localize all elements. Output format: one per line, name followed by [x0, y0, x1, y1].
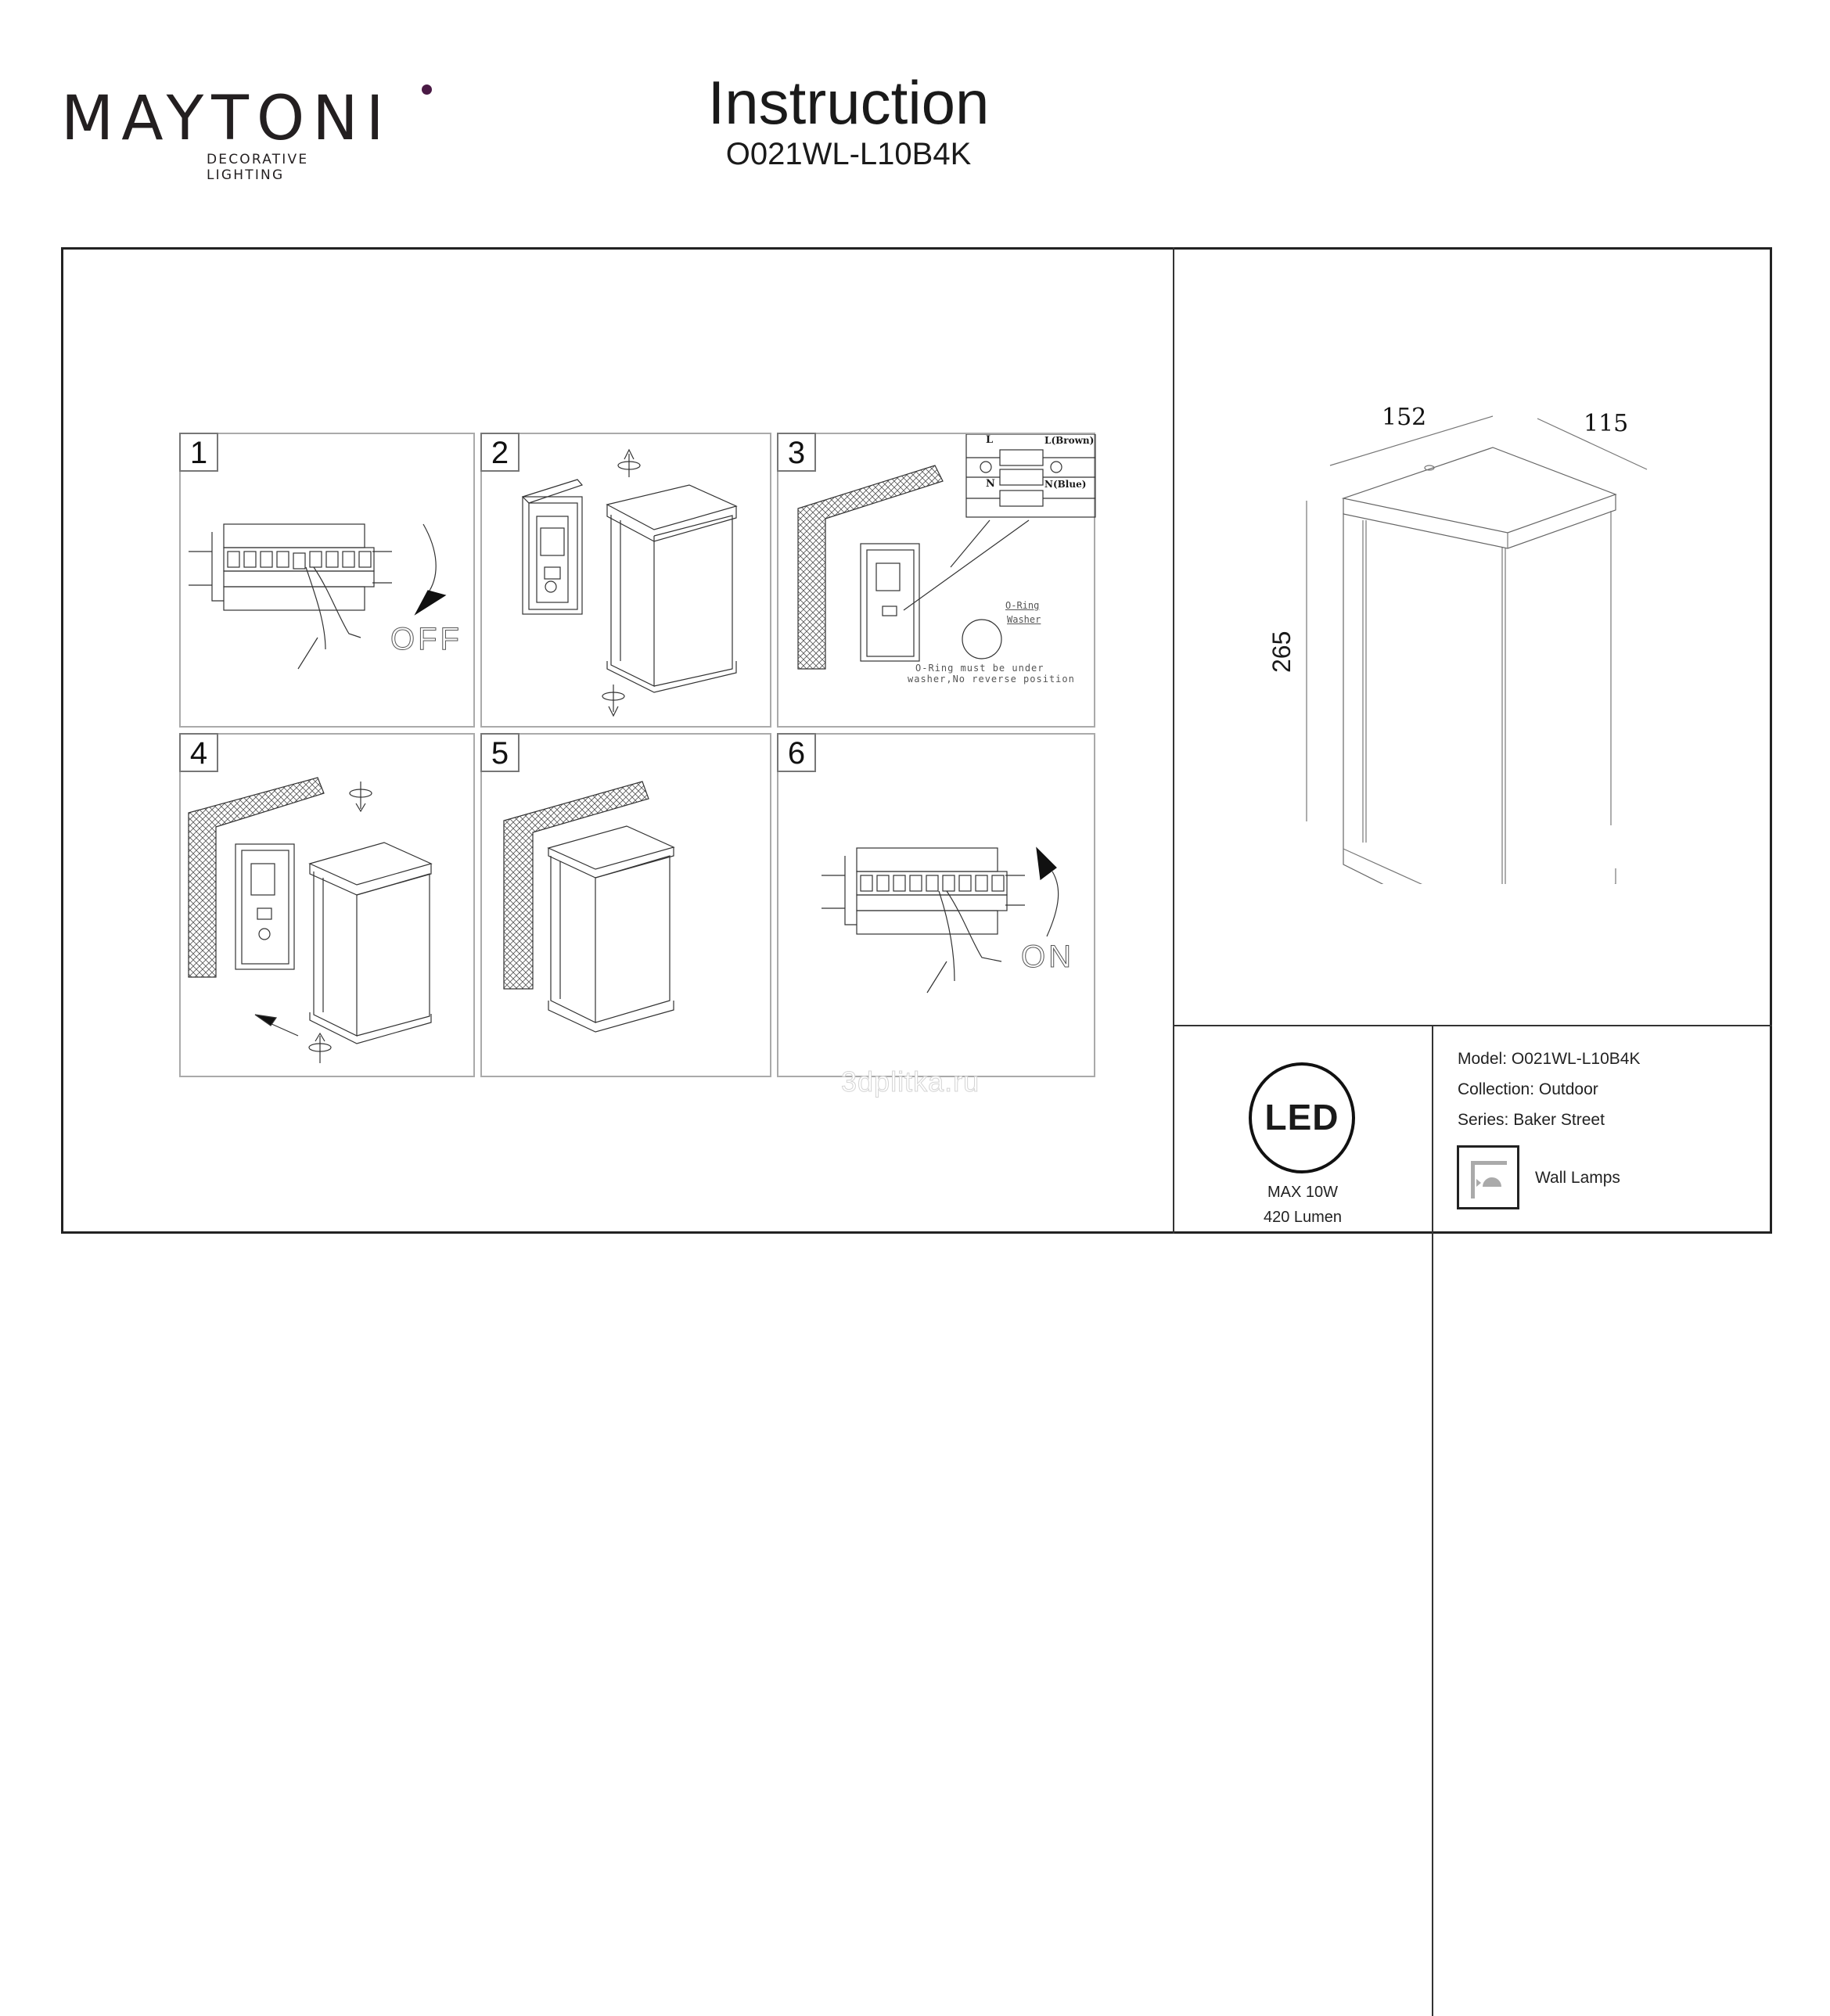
breaker-off-illustration: [189, 523, 447, 670]
depth-dimension-line: [1537, 418, 1648, 470]
step-2-number: 2: [480, 433, 520, 472]
step-3-panel: 3 L N L(Brown) N(Blue) O-Ring Wa: [777, 433, 1096, 728]
frame-divider-vertical: [1173, 247, 1174, 1234]
step-5-panel: 5: [480, 733, 771, 1077]
wire-label-l: L: [986, 434, 994, 446]
breaker-on-illustration: [822, 846, 1059, 994]
wire-label-blue: N(Blue): [1044, 479, 1087, 490]
frame-divider-horizontal: [1173, 1025, 1772, 1026]
step-4-panel: 4: [179, 733, 475, 1077]
logo-accent-dot: [422, 84, 432, 95]
screw-arrow-bottom-icon: [602, 685, 625, 717]
ground-symbol-left-icon: [980, 461, 992, 473]
model-code-wrap: O021WL-L10B4K: [0, 136, 1830, 172]
watermark: 3dplitka.ru: [840, 1065, 980, 1098]
o-ring-note-line2: washer,No reverse position: [908, 674, 1075, 685]
spec-model: Model: O021WL-L10B4K: [1458, 1050, 1641, 1068]
spec-collection: Collection: Outdoor: [1458, 1080, 1598, 1098]
callout-o-ring: O-Ring: [1005, 600, 1040, 611]
terminal-block-diagram: [965, 434, 1096, 518]
remove-plate-illustration: [521, 448, 738, 717]
lumen-output: 420 Lumen: [1263, 1209, 1343, 1226]
step-3-number: 3: [777, 433, 816, 472]
dimension-depth: 115: [1584, 410, 1629, 437]
breaker-toggles: [860, 875, 1005, 892]
wiring-illustration: [797, 434, 1096, 670]
lamp-body: [308, 842, 433, 1044]
step-4-number: 4: [179, 733, 218, 772]
step-1-panel: 1 OFF: [179, 433, 475, 728]
callout-washer: Washer: [1007, 614, 1041, 625]
lamp-body: [547, 825, 675, 1033]
page-title-wrap: Instruction: [0, 69, 1830, 136]
brand-tagline: DECORATIVE LIGHTING: [207, 152, 309, 183]
info-divider-vertical: [1432, 1025, 1433, 2016]
installed-lamp-illustration: [503, 781, 675, 1033]
wall-lamp-icon: [1457, 1145, 1519, 1209]
lamp-body: [606, 484, 738, 693]
spec-series: Series: Baker Street: [1458, 1111, 1605, 1129]
o-ring-detail-circle: [962, 619, 1002, 659]
attach-lamp-illustration: [188, 777, 433, 1063]
model-code: O021WL-L10B4K: [725, 137, 972, 171]
led-badge-circle: [1249, 1062, 1355, 1173]
dimension-width: 152: [1382, 404, 1427, 431]
breaker-toggles: [227, 551, 372, 570]
category-label: Wall Lamps: [1535, 1169, 1620, 1187]
dimension-drawing: [1306, 415, 1648, 884]
o-ring-note-line1: O-Ring must be under: [915, 663, 1044, 674]
page-title: Instruction: [707, 68, 990, 137]
wire-label-brown: L(Brown): [1044, 435, 1095, 446]
step-6-number: 6: [777, 733, 816, 772]
wire-label-n: N: [986, 478, 995, 490]
max-power: MAX 10W: [1267, 1184, 1339, 1201]
off-label: OFF: [390, 622, 462, 657]
led-badge-icon: LED: [1264, 1097, 1339, 1137]
mounting-plate: [235, 843, 295, 970]
screw-arrow-bottom-icon: [308, 1032, 332, 1063]
step-5-number: 5: [480, 733, 520, 772]
screw-arrow-top-icon: [617, 448, 641, 477]
brand-logo: MAYTONI DECORATIVE LIGHTING: [61, 84, 432, 183]
main-frame: [61, 247, 1772, 1234]
step-6-panel: 6 ON: [777, 733, 1095, 1077]
mounting-plate-wall: [860, 543, 920, 662]
ground-symbol-right-icon: [1050, 461, 1062, 473]
mounting-plate: [521, 479, 584, 615]
wall-lamp-glyph: [1471, 1161, 1507, 1198]
dimension-height: 265: [1267, 631, 1296, 673]
on-label: ON: [1021, 940, 1074, 975]
brand-name: MAYTONI: [61, 84, 392, 154]
screw-arrow-top-icon: [349, 782, 372, 813]
step-1-number: 1: [179, 433, 218, 472]
width-dimension-line: [1329, 415, 1494, 466]
step-2-panel: 2: [480, 433, 771, 728]
